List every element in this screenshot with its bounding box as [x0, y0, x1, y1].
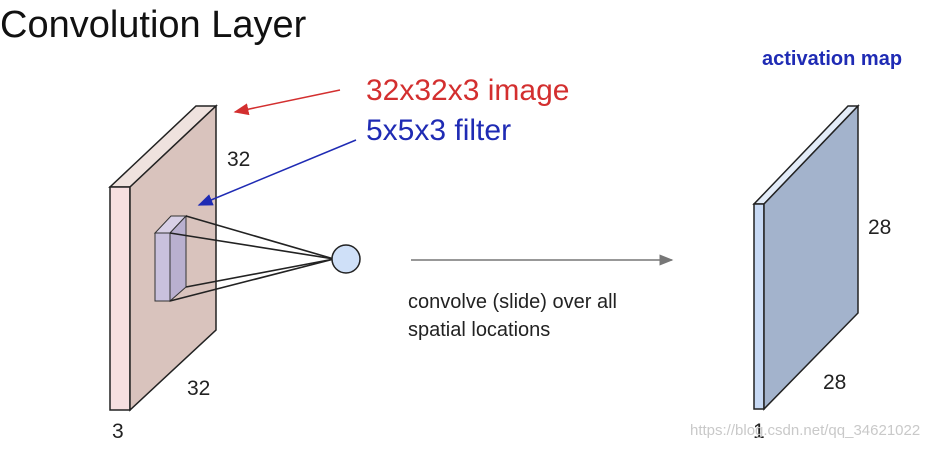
convolve-description-line1: convolve (slide) over all [408, 291, 617, 313]
convolve-description-line2: spatial locations [408, 319, 551, 341]
activation-map-face [763, 104, 859, 411]
filter-label: 5x5x3 filter [366, 114, 512, 147]
page-title: Convolution Layer [0, 4, 307, 46]
output-neuron [331, 244, 361, 274]
activation-map-side [753, 203, 765, 410]
watermark: https://blog.csdn.net/qq_34621022 [690, 422, 921, 439]
input-depth-label: 3 [112, 420, 124, 443]
filter-pointer-arrow [197, 139, 357, 206]
activation-map-title: activation map [762, 48, 903, 70]
input-height-label: 32 [227, 148, 251, 171]
input-volume-side [109, 186, 131, 411]
activation-map-depth-label: 1 [753, 420, 765, 443]
activation-map-width-label: 28 [823, 371, 847, 394]
filter-to-neuron-lines [169, 215, 335, 302]
filter-side [154, 232, 171, 302]
activation-map-height-label: 28 [868, 216, 892, 239]
image-label: 32x32x3 image [366, 74, 570, 107]
input-width-label: 32 [187, 377, 211, 400]
convolve-description: convolve (slide) over all spatial locati… [408, 288, 617, 344]
image-pointer-arrow [233, 89, 341, 116]
